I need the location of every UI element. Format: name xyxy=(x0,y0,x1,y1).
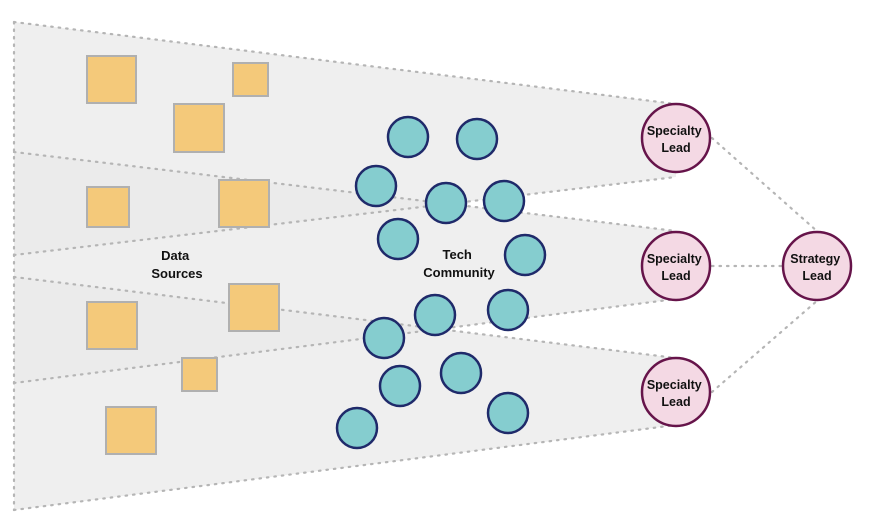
tech-member xyxy=(486,288,530,332)
tech-member xyxy=(354,164,398,208)
tech-member xyxy=(439,351,483,395)
funnel-bottom xyxy=(14,277,676,510)
tech-community xyxy=(335,115,547,450)
svg-text:Specialty Lead: Specialty Lead xyxy=(647,252,705,283)
data-source-square xyxy=(86,55,137,104)
data-source-square xyxy=(86,186,130,228)
data-source-square xyxy=(173,103,225,153)
tech-member xyxy=(378,364,422,408)
strategy-lead: Strategy Lead xyxy=(781,230,853,302)
tech-member xyxy=(486,391,530,435)
specialty-lead-middle: Specialty Lead xyxy=(640,230,712,302)
data-source-square xyxy=(228,283,280,332)
svg-text:Strategy Lead: Strategy Lead xyxy=(790,252,844,283)
specialty-lead-top: Specialty Lead xyxy=(640,102,712,174)
tech-member xyxy=(424,181,468,225)
data-sources-label: Data Sources xyxy=(151,248,202,281)
funnel-regions xyxy=(14,22,676,510)
specialty-lead-bottom: Specialty Lead xyxy=(640,356,712,428)
tech-member xyxy=(335,406,379,450)
data-sources xyxy=(86,55,280,455)
data-source-square xyxy=(105,406,157,455)
tech-member xyxy=(362,316,406,360)
svg-text:Specialty Lead: Specialty Lead xyxy=(647,124,705,155)
connector-top xyxy=(710,136,820,234)
tech-member xyxy=(386,115,430,159)
tech-member xyxy=(455,117,499,161)
tech-member xyxy=(413,293,457,337)
tech-community-label: Tech Community xyxy=(423,247,495,280)
data-source-square xyxy=(232,62,269,97)
lead-connectors xyxy=(710,136,820,394)
svg-text:Specialty Lead: Specialty Lead xyxy=(647,378,705,409)
data-source-square xyxy=(181,357,218,392)
data-source-square xyxy=(218,179,270,228)
connector-bottom xyxy=(710,298,820,394)
data-source-square xyxy=(86,301,138,350)
tech-member xyxy=(482,179,526,223)
tech-member xyxy=(376,217,420,261)
tech-member xyxy=(503,233,547,277)
funnel-edges xyxy=(12,20,678,512)
